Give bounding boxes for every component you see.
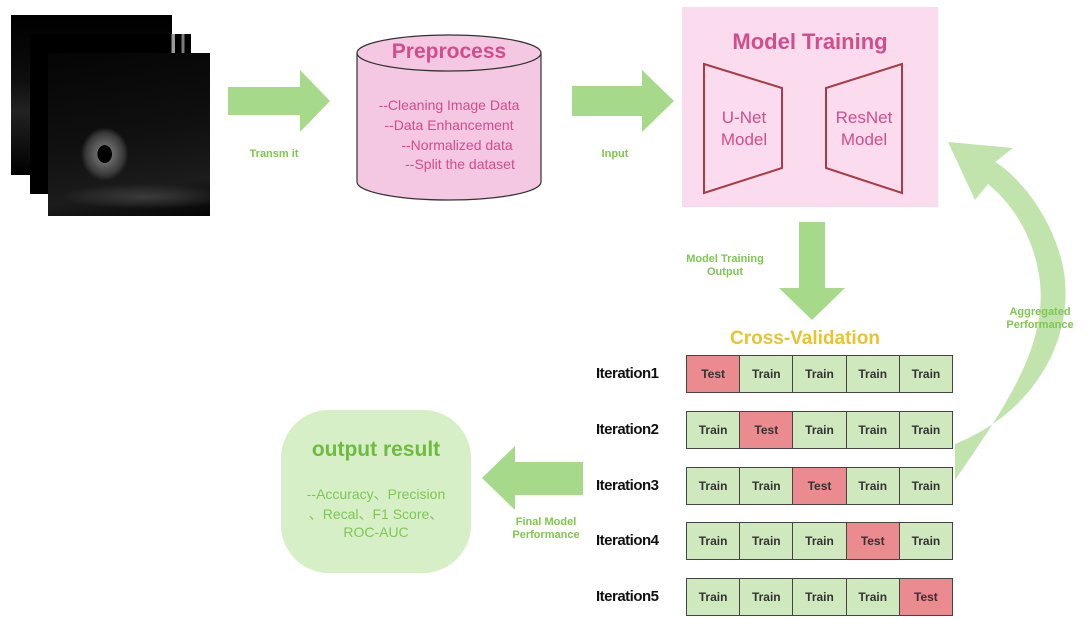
transmit-arrow: [228, 70, 330, 132]
output-result-line-1: --Accuracy、Precision: [306, 486, 446, 502]
down-arrow: [779, 222, 845, 320]
train-cell: Train: [899, 523, 953, 559]
train-cell: Train: [687, 579, 741, 615]
model-training-box: [682, 7, 938, 207]
output-result-line-3: ROC-AUC: [343, 524, 409, 540]
preprocess-title: Preprocess: [391, 40, 507, 63]
final-model-performance-label: Final Model Performance: [512, 516, 580, 541]
train-cell: Train: [740, 356, 794, 392]
input-label: Input: [601, 148, 629, 160]
resnet-model-label: ResNet Model: [835, 108, 893, 149]
train-cell: Train: [687, 523, 741, 559]
iteration-label-3: Iteration3: [596, 477, 659, 494]
output-result-title: output result: [311, 438, 441, 461]
train-cell: Train: [793, 579, 847, 615]
train-cell: Train: [740, 468, 794, 504]
train-cell: Train: [793, 523, 847, 559]
iteration-label-5: Iteration5: [596, 588, 659, 605]
aggregated-curved-arrow: [948, 142, 1066, 480]
unet-trapezoid: [703, 62, 783, 195]
iteration-label-2: Iteration2: [596, 421, 659, 438]
train-cell: Train: [687, 412, 741, 448]
resnet-trapezoid: [825, 62, 903, 195]
preprocess-cylinder: [356, 34, 542, 201]
train-cell: Train: [899, 468, 953, 504]
preprocess-item-2: --Data Enhancement: [384, 117, 514, 133]
test-cell: Test: [793, 468, 847, 504]
cross-validation-title: Cross-Validation: [730, 328, 880, 349]
train-cell: Train: [899, 356, 953, 392]
aggregated-performance-label: Aggregated Performance: [1006, 306, 1074, 331]
output-result-box: [281, 410, 471, 573]
train-cell: Train: [793, 356, 847, 392]
iteration-label-4: Iteration4: [596, 532, 659, 549]
train-cell: Train: [846, 468, 900, 504]
test-cell: Test: [899, 579, 953, 615]
ultrasound-image-front: [48, 53, 210, 216]
iteration-label-1: Iteration1: [596, 365, 659, 382]
final-performance-arrow: [482, 446, 583, 510]
train-cell: Train: [687, 468, 741, 504]
test-cell: Test: [687, 356, 741, 392]
preprocess-item-3: --Normalized data: [401, 137, 513, 153]
train-cell: Train: [846, 412, 900, 448]
train-cell: Train: [846, 579, 900, 615]
model-training-output-label: Model Training Output: [686, 253, 764, 278]
output-result-line-2: 、Recal、F1 Score、: [308, 506, 444, 522]
preprocess-item-1: --Cleaning Image Data: [378, 97, 520, 113]
input-arrow: [572, 70, 674, 132]
train-cell: Train: [740, 579, 794, 615]
test-cell: Test: [846, 523, 900, 559]
transmit-label: Transm it: [249, 148, 299, 160]
train-cell: Train: [899, 412, 953, 448]
preprocess-item-4: --Split the dataset: [405, 156, 515, 172]
train-cell: Train: [846, 356, 900, 392]
test-cell: Test: [740, 412, 794, 448]
model-training-title: Model Training: [732, 29, 888, 54]
train-cell: Train: [740, 523, 794, 559]
unet-model-label: U-Net Model: [720, 108, 768, 149]
train-cell: Train: [793, 412, 847, 448]
